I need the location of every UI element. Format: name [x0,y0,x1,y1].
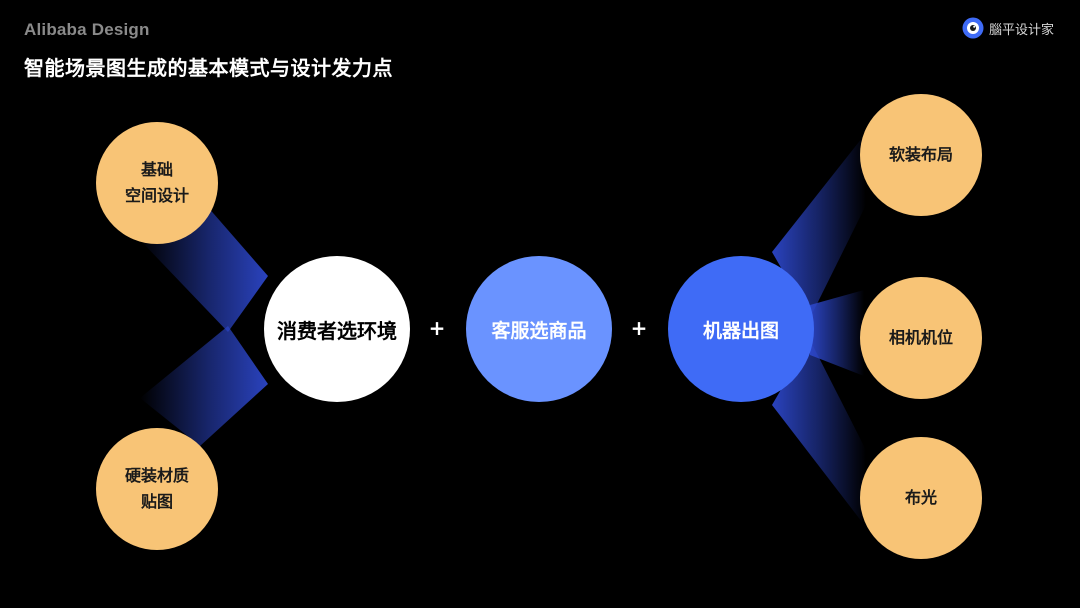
beam-left-bottom [140,326,268,446]
node-base-space-design: 基础 空间设计 [96,122,218,244]
plus-operator-1: + [428,316,446,340]
node-service-product-label: 客服选商品 [491,319,587,342]
beam-right-bottom [772,340,866,522]
logo: 腦平设计家 [962,17,1054,39]
node-machine-render: 机器出图 [668,256,814,402]
eye-logo-icon [962,17,984,39]
node-lighting-label: 布光 [904,488,937,507]
plus-operator-2: + [630,316,648,340]
node-soft-furnishing-layout: 软装布局 [860,94,982,216]
page-title: 智能场景图生成的基本模式与设计发力点 [24,56,393,80]
node-soft-furnishing-layout-label: 软装布局 [888,145,953,164]
beam-right-top [772,138,866,318]
node-hard-material-texture-line1: 硬装材质 [124,466,189,485]
node-hard-material-texture: 硬装材质 贴图 [96,428,218,550]
brand-name: Alibaba Design [24,20,150,39]
node-camera-position-label: 相机机位 [888,328,953,347]
node-consumer-environment: 消费者选环境 [264,256,410,402]
node-lighting: 布光 [860,437,982,559]
logo-text: 腦平设计家 [988,22,1054,38]
node-camera-position: 相机机位 [860,277,982,399]
node-machine-render-label: 机器出图 [702,319,779,342]
node-service-product: 客服选商品 [466,256,612,402]
node-hard-material-texture-line2: 贴图 [140,492,173,511]
node-base-space-design-line2: 空间设计 [124,186,189,205]
beam-right-middle [810,290,864,376]
node-base-space-design-line1: 基础 [140,160,173,179]
node-consumer-environment-label: 消费者选环境 [277,318,397,343]
